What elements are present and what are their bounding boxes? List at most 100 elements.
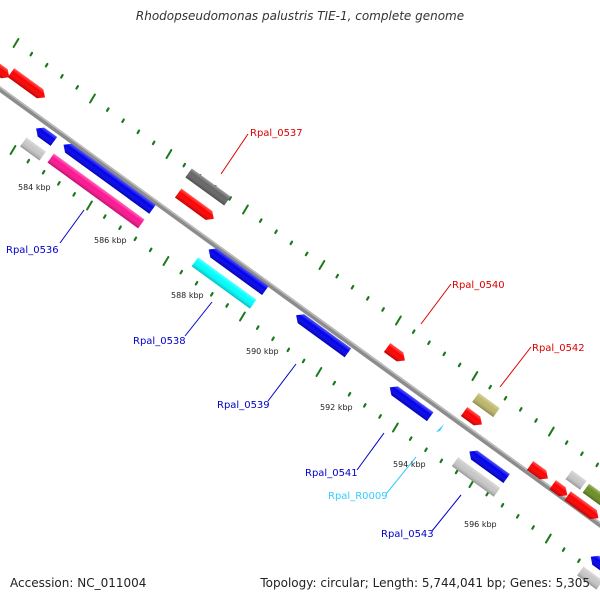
gene-olive-right[interactable]	[582, 483, 600, 511]
gene-label-rpal-0538[interactable]: Rpal_0538	[133, 336, 186, 347]
gene-rpal-0542[interactable]	[472, 392, 500, 418]
outer-track-minor-tick	[350, 284, 355, 290]
gene-rpal-0537-shade	[185, 168, 231, 206]
inner-track-minor-tick	[378, 414, 382, 419]
inner-track-major-tick	[239, 311, 246, 322]
leader-line-rpal-0543	[431, 494, 462, 532]
outer-track-major-tick	[394, 315, 402, 326]
outer-track-minor-tick	[534, 418, 538, 423]
gene-gray-right-shade	[565, 470, 587, 490]
gene-red-right-2[interactable]	[549, 480, 570, 499]
scale-label-596: 596 kbp	[464, 520, 497, 529]
gene-rpal-0539-shade	[296, 314, 352, 358]
gene-blue-0543-near[interactable]	[466, 447, 510, 483]
inner-track-major-tick	[315, 367, 323, 378]
gene-blue-offscreen-right-shade	[590, 555, 600, 572]
accession-text: Accession: NC_011004	[10, 576, 147, 590]
inner-track-minor-tick	[118, 225, 122, 231]
gene-label-rpal-0540[interactable]: Rpal_0540	[452, 280, 505, 291]
outer-track-minor-tick	[381, 307, 385, 312]
outer-track-minor-tick	[427, 340, 431, 346]
gene-red-right-3[interactable]	[564, 491, 600, 522]
gene-rpal-0537[interactable]	[185, 168, 231, 206]
inner-track-minor-tick	[41, 169, 46, 175]
gene-label-rpal-0536[interactable]: Rpal_0536	[6, 245, 59, 256]
gene-rpal-0538-blue[interactable]	[205, 245, 269, 296]
gene-red-right-1-shade	[526, 461, 548, 480]
gene-label-rpal-r0009[interactable]: Rpal_R0009	[328, 491, 388, 502]
gene-red-near-0537[interactable]	[174, 188, 217, 224]
labels: 584 kbp 586 kbp 588 kbp 590 kbp 592 kbp …	[6, 128, 585, 540]
gene-rpal-0543[interactable]	[451, 457, 501, 497]
gene-gray-small-left-shade	[20, 137, 46, 161]
inner-track-minor-tick	[362, 403, 367, 408]
gene-gray-right[interactable]	[565, 470, 587, 490]
gene-rpal-0541-shade	[389, 386, 434, 422]
gene-red-right-1[interactable]	[526, 461, 551, 483]
gene-label-rpal-0541[interactable]: Rpal_0541	[305, 468, 358, 479]
outer-track-minor-tick	[182, 162, 187, 168]
gene-blue-offscreen-right[interactable]	[587, 552, 600, 572]
outer-track-minor-tick	[105, 107, 110, 112]
gene-rpal-0540[interactable]	[383, 343, 408, 365]
gene-rpal-0542-shade	[472, 392, 500, 418]
gene-rpal-0536[interactable]	[47, 153, 145, 229]
gene-red-offscreen-left[interactable]	[0, 62, 13, 81]
inner-track-minor-tick	[210, 292, 214, 297]
outer-track-minor-tick	[518, 407, 523, 412]
gene-label-rpal-0537[interactable]: Rpal_0537	[250, 128, 303, 139]
leader-line-rpal-0541	[356, 432, 385, 471]
gene-rpal-0538[interactable]	[191, 257, 257, 309]
inner-track-minor-tick	[225, 303, 229, 308]
outer-track-major-tick	[318, 260, 326, 271]
gene-rpal-0540-shade	[383, 343, 405, 362]
gene-red-right-3-shade	[564, 491, 599, 520]
outer-track-minor-tick	[151, 140, 156, 146]
gene-red-top-left[interactable]	[7, 68, 48, 102]
leader-line-rpal-0537	[220, 133, 249, 175]
gene-rpal-0539[interactable]	[293, 311, 352, 358]
gene-rpal-0541[interactable]	[387, 383, 434, 422]
leader-line-rpal-0542	[499, 346, 532, 388]
gene-rpal-0543-shade	[451, 457, 501, 497]
gene-label-rpal-0543[interactable]: Rpal_0543	[381, 529, 434, 540]
outer-track-minor-tick	[411, 329, 416, 334]
outer-track-major-tick	[12, 38, 20, 48]
label-leaders	[59, 133, 532, 532]
leader-line-rpal-0536	[59, 209, 85, 244]
inner-track-minor-tick	[515, 514, 520, 519]
outer-track-minor-tick	[44, 62, 49, 68]
inner-track-minor-tick	[148, 247, 153, 253]
outer-track-minor-tick	[258, 218, 263, 223]
gene-gray-small-left[interactable]	[20, 137, 46, 161]
outer-track-major-tick	[547, 426, 555, 437]
inner-track-minor-tick	[57, 181, 61, 186]
inner-track-minor-tick	[286, 347, 291, 353]
outer-track-minor-tick	[580, 451, 584, 457]
inner-track-minor-tick	[194, 280, 199, 286]
map-title: Rhodopseudomonas palustris TIE-1, comple…	[135, 9, 465, 23]
gene-blue-small-left[interactable]	[33, 124, 58, 146]
outer-track-major-tick	[242, 204, 249, 215]
outer-track-minor-tick	[228, 196, 232, 201]
scale-label-588: 588 kbp	[171, 291, 204, 300]
outer-track-minor-tick	[121, 118, 125, 124]
gene-label-rpal-0542[interactable]: Rpal_0542	[532, 343, 585, 354]
gene-blue-left[interactable]	[60, 140, 156, 214]
gene-gray-offscreen-right[interactable]	[577, 566, 600, 590]
gene-label-rpal-0539[interactable]: Rpal_0539	[217, 400, 270, 411]
gene-rpal-r0009[interactable]	[436, 424, 444, 432]
inner-track-minor-tick	[485, 491, 489, 497]
gene-red-near-0537-shade	[174, 188, 214, 220]
outer-track-major-tick	[89, 93, 96, 104]
outer-track-minor-tick	[29, 51, 34, 57]
outer-track-minor-tick	[365, 296, 370, 301]
outer-track-minor-tick	[274, 229, 278, 235]
outer-track-minor-tick	[60, 74, 64, 79]
leader-line-rpal-0539	[267, 363, 297, 402]
gene-blue-left-shade	[63, 143, 156, 214]
outer-track-minor-tick	[457, 362, 462, 368]
gene-red-near-0542[interactable]	[460, 407, 485, 429]
inner-track-minor-tick	[301, 358, 306, 364]
